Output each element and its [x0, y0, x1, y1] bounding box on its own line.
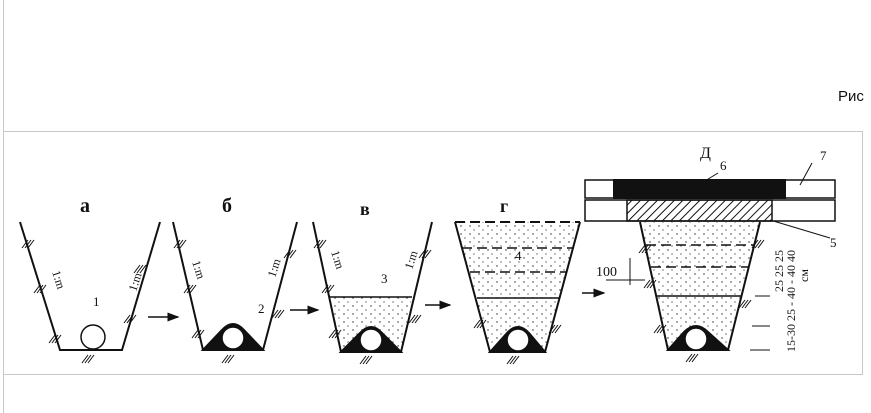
table-border-right	[862, 131, 863, 375]
dimension-100: 100	[596, 265, 617, 280]
label-stage-b: б	[222, 195, 232, 217]
stage-v	[312, 221, 433, 353]
label-6: 6	[720, 158, 727, 173]
label-7: 7	[820, 148, 827, 163]
table-border-bottom	[3, 374, 863, 375]
slope-label: 1:m	[126, 270, 145, 293]
slope-label: 1:m	[265, 256, 284, 279]
layer-dims-outer: 15-30 25 - 40 - 40 40	[784, 250, 798, 352]
label-stage-a: а	[80, 195, 90, 217]
label-stage-g: г	[500, 196, 508, 216]
label-stage-d: Д	[700, 145, 711, 162]
label-3: 3	[381, 271, 388, 286]
label-stage-v: в	[360, 199, 370, 219]
label-5: 5	[830, 235, 837, 250]
unit-label: см	[797, 269, 811, 282]
stage-g	[454, 221, 581, 353]
figure-caption: Рис	[838, 88, 864, 105]
slope-label: 1:m	[189, 259, 208, 282]
slope-label: 1:m	[49, 269, 68, 292]
label-2: 2	[258, 301, 265, 316]
label-4: 4	[515, 248, 522, 263]
label-1: 1	[93, 294, 100, 309]
table-border-top	[3, 131, 863, 132]
layer-dims-inner: 25 25 25	[772, 250, 786, 292]
stage-d	[584, 162, 836, 351]
slope-label: 1:m	[328, 249, 347, 272]
slope-label: 1:m	[402, 248, 421, 271]
table-border-left	[3, 0, 4, 413]
stage-a	[19, 221, 161, 351]
stage-b	[172, 221, 298, 351]
